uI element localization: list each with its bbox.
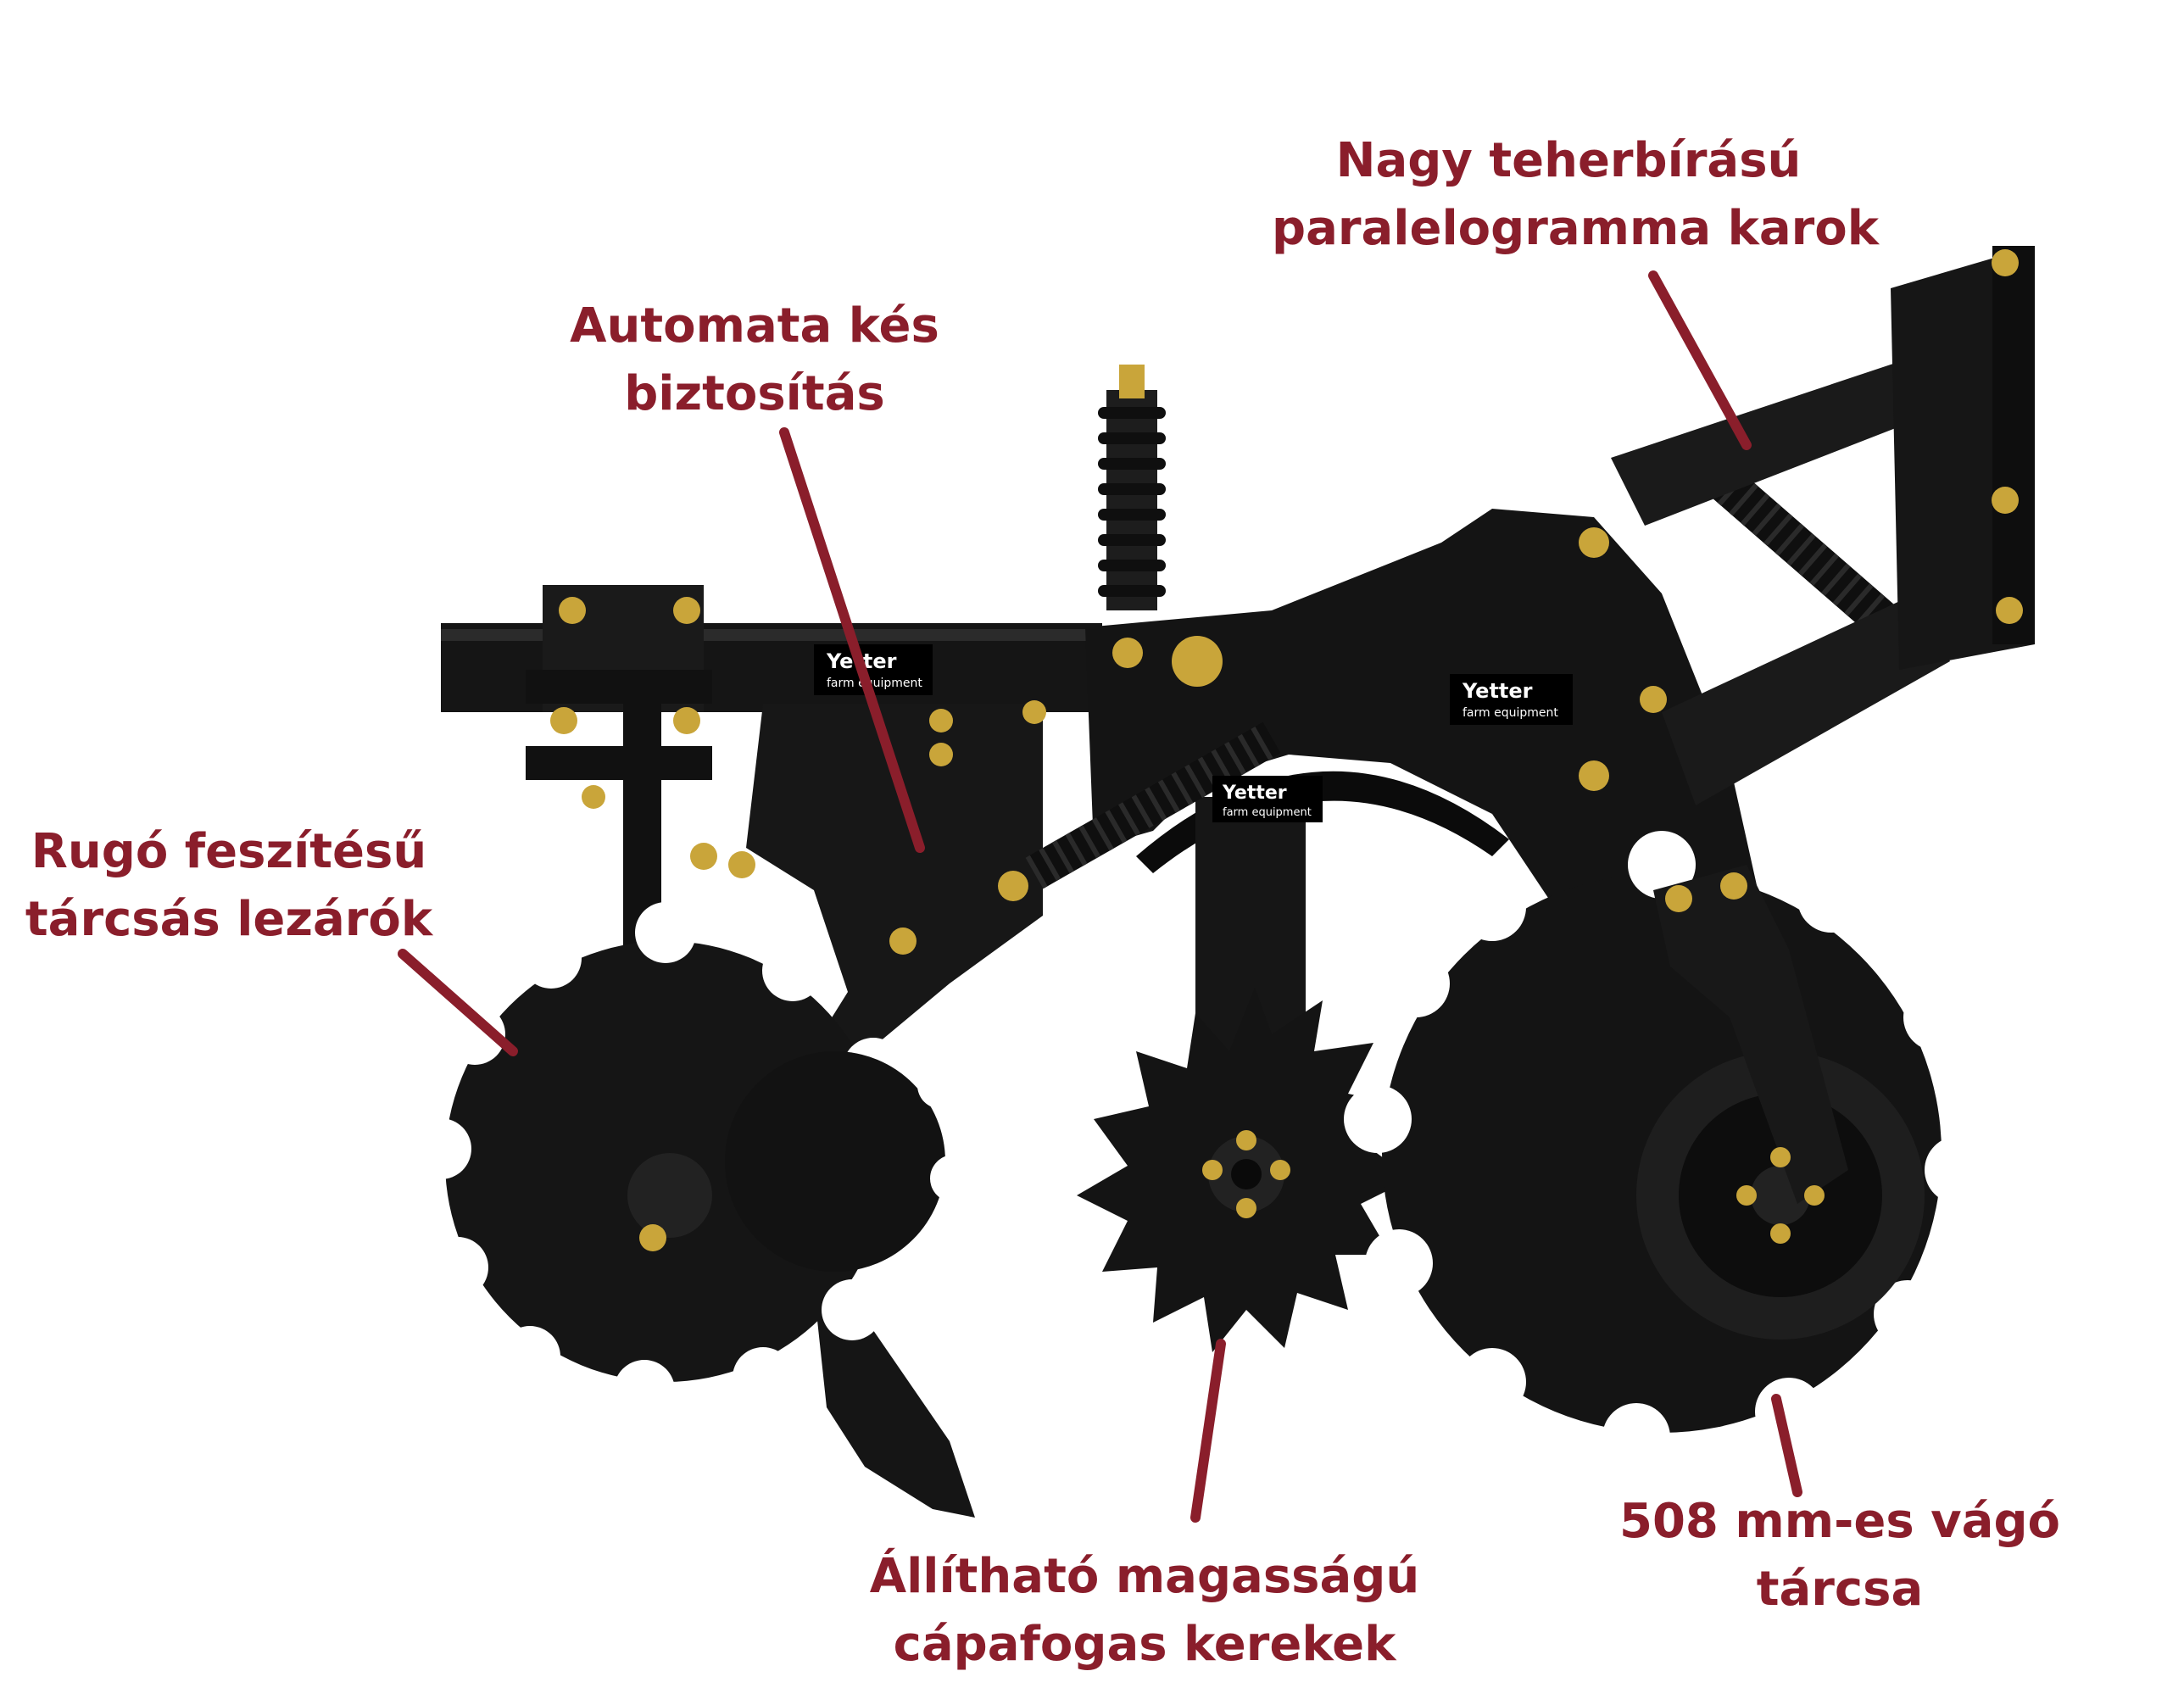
bolts [550,249,2023,1251]
leader-parallel-arms [1648,270,1752,450]
brand-sub-3: farm equipment [1223,806,1312,819]
brand-decal-3: Yetter farm equipment [1212,776,1323,822]
callout-parallel-arms: Nagy teherbírású paralelogramma karok [1272,127,1879,263]
closer-plate-lower [526,746,712,780]
leader-disc-closers [398,949,518,1056]
brand-sub-2: farm equipment [1462,706,1558,720]
leader-knife-safety [779,427,925,853]
callout-cutting-disc-line1: 508 mm-es vágó [1619,1494,2060,1549]
knife-safety-spring [1098,365,1166,610]
mount-plate-edge [1992,246,2035,644]
callout-knife-safety: Automata kés biztosítás [543,292,967,428]
parallel-arm-upper [1611,356,1950,526]
gauge-wheel-arm [1653,865,1848,1204]
callout-disc-closers-line1: Rugó feszítésű [31,824,427,879]
callout-spike-wheels-line1: Állítható magasságú [869,1549,1420,1604]
brand-decal-2: Yetter farm equipment [1450,674,1573,725]
brand-sub-1: farm equipment [827,677,922,690]
callout-disc-closers: Rugó feszítésű tárcsás lezárók [17,818,441,954]
closer-plate [526,670,712,704]
parallel-arm-lower [1662,593,1950,805]
callout-parallel-arms-line2: paralelogramma karok [1272,201,1879,256]
brand-name-3: Yetter [1222,783,1287,804]
callout-spike-wheels: Állítható magasságú cápafogas kerekek [848,1543,1441,1679]
leader-spike-wheels [1190,1339,1226,1523]
spike-wheel [1077,988,1412,1352]
callout-spike-wheels-line2: cápafogas kerekek [893,1617,1396,1672]
callout-cutting-disc: 508 mm-es vágó tárcsa [1611,1488,2069,1624]
brand-decal-1: Yetter farm equipment [814,644,933,695]
knife-shank [746,704,1043,1068]
tension-spring-front [1025,721,1281,889]
brand-name-2: Yetter [1462,679,1533,703]
knife-point [814,1289,975,1518]
leader-cutting-disc [1771,1394,1802,1497]
callout-knife-safety-line1: Automata kés [570,298,939,354]
closing-disc-right [725,1051,978,1287]
callout-parallel-arms-line1: Nagy teherbírású [1335,133,1802,188]
callout-cutting-disc-line2: tárcsa [1756,1562,1924,1617]
callout-knife-safety-line2: biztosítás [624,366,885,421]
toolbar-beam-highlight [441,629,1102,641]
callout-disc-closers-line2: tárcsás lezárók [25,892,433,947]
